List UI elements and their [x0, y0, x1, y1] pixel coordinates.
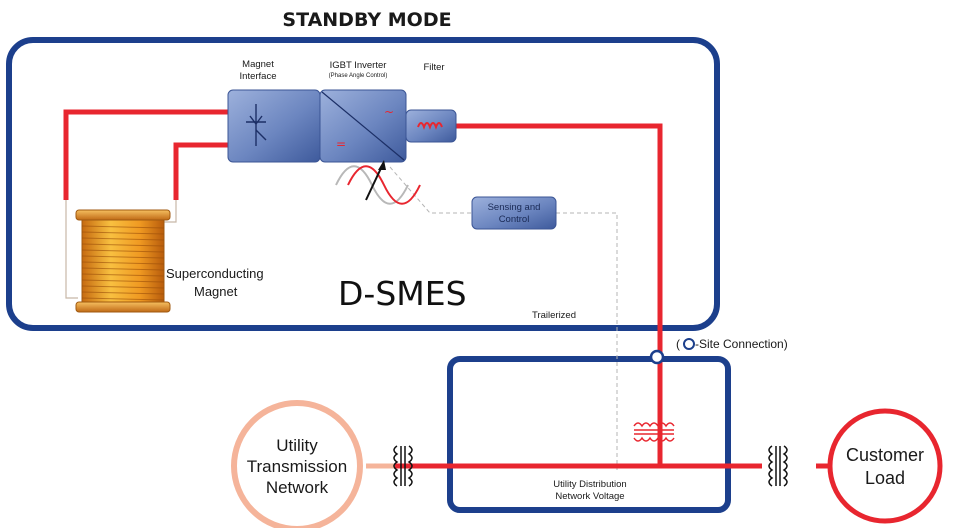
- igbt-inverter-block: ~ =: [319, 89, 407, 163]
- magnet-interface-label-2: Interface: [240, 71, 277, 82]
- site-connection-node-icon: [649, 349, 665, 365]
- sensing-control-label-1: Sensing and: [488, 202, 541, 213]
- transmission-transformer-icon: [393, 445, 413, 487]
- site-connection-paren: (: [676, 337, 680, 351]
- sensing-control-label-2: Control: [499, 214, 530, 225]
- utility-transmission-label-3: Network: [266, 478, 329, 497]
- magnet-interface-label-1: Magnet: [242, 59, 274, 70]
- superconducting-magnet-label-1: Superconducting: [166, 266, 264, 281]
- igbt-inverter-label: IGBT Inverter: [330, 60, 387, 71]
- utility-distribution-box: [447, 356, 731, 513]
- page-title: STANDBY MODE: [282, 9, 451, 31]
- site-connection-legend-icon: [683, 338, 695, 350]
- utility-transmission-node: [231, 400, 363, 528]
- customer-load-label-1: Customer: [846, 445, 924, 465]
- dsmes-label: D-SMES: [338, 274, 467, 313]
- distribution-transformer-icon: [633, 422, 675, 442]
- sensing-control-block: Sensing and Control: [471, 196, 557, 230]
- superconducting-magnet-label-2: Magnet: [194, 284, 238, 299]
- superconducting-magnet-icon: [75, 209, 171, 313]
- magnet-interface-block: [227, 89, 321, 163]
- igbt-inverter-sublabel: (Phase Angle Control): [329, 73, 388, 79]
- coil-leads: [65, 200, 177, 299]
- dc-symbol-icon: =: [336, 137, 346, 151]
- utility-transmission-label-2: Transmission: [247, 457, 347, 476]
- dsmes-enclosure: [6, 37, 720, 331]
- utility-transmission-label-1: Utility: [276, 436, 318, 455]
- inductor-icon: [417, 122, 443, 130]
- customer-transformer-icon: [768, 445, 788, 487]
- sensing-dashed-lines: [389, 166, 618, 470]
- filter-label: Filter: [423, 62, 444, 73]
- customer-load-node: [827, 408, 943, 524]
- trailerized-label: Trailerized: [532, 310, 576, 321]
- utility-distribution-label-1: Utility Distribution: [553, 479, 626, 490]
- phase-angle-waveform-icon: [335, 160, 421, 205]
- switch-icon: [246, 104, 267, 146]
- ac-symbol-icon: ~: [384, 105, 394, 119]
- customer-load-label-2: Load: [865, 468, 905, 488]
- site-connection-label: -Site Connection): [695, 337, 788, 351]
- utility-distribution-label-2: Network Voltage: [555, 491, 624, 502]
- filter-block: [405, 109, 457, 143]
